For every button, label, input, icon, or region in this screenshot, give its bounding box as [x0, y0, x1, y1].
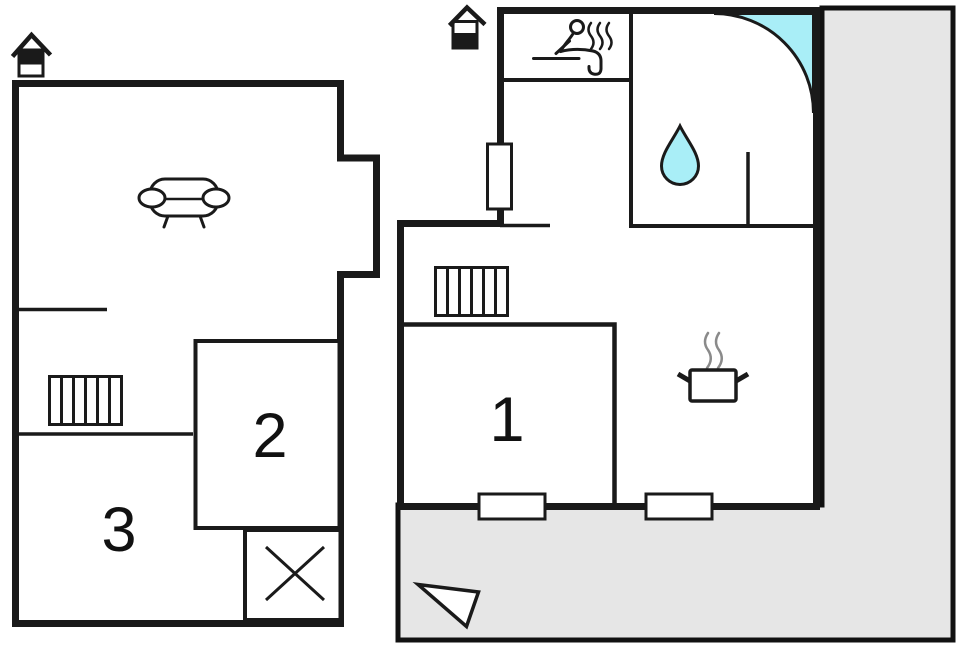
ground-floor-house-icon [447, 4, 487, 50]
window-opening-bottom-1 [477, 492, 547, 521]
corner-bathtub [713, 12, 815, 114]
crossed-box-stairs [243, 528, 343, 622]
room1-walls [398, 322, 617, 506]
north-arrow-icon [412, 582, 481, 630]
room3-label: 3 [101, 495, 136, 565]
window-opening-left [486, 142, 513, 211]
ground-floor-outer-walls [397, 7, 820, 510]
sauna-person-icon [532, 19, 613, 76]
room2-walls [193, 339, 342, 530]
radiator-icon-upper [48, 375, 123, 426]
sofa-icon [137, 177, 231, 229]
room2-label: 2 [252, 401, 287, 471]
room1-label: 1 [489, 385, 524, 455]
cooking-pot-icon [676, 331, 750, 403]
water-drop-icon [659, 122, 701, 186]
upper-floor-house-icon [10, 31, 53, 78]
radiator-icon-ground [434, 266, 509, 317]
window-opening-bottom-2 [644, 492, 714, 521]
ground-floor-plan: 1 [397, 7, 820, 521]
upper-floor-plan: 2 3 [12, 80, 380, 627]
